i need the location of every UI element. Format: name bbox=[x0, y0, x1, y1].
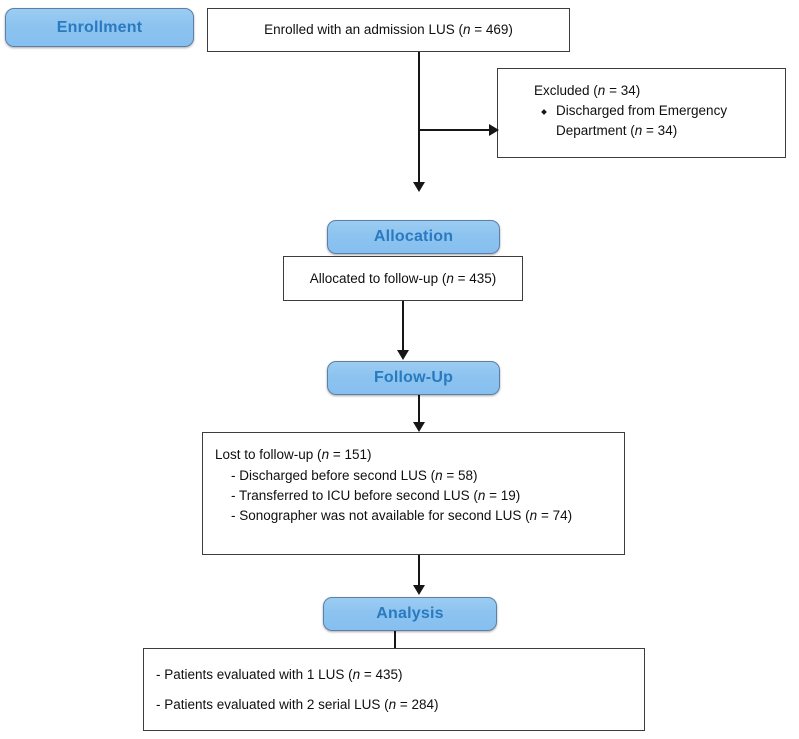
node-lost-item-1-part2: = 58) bbox=[442, 468, 478, 483]
node-excluded-bullet-line2-part1: Department ( bbox=[556, 123, 635, 138]
node-lost-item-3-n: n bbox=[529, 508, 538, 523]
bullet-diamond-icon bbox=[541, 109, 547, 115]
node-lost-title-part1: Lost to follow-up ( bbox=[215, 447, 322, 462]
connector-followup-to-lost bbox=[418, 395, 420, 423]
arrowhead-followup-to-lost bbox=[413, 422, 425, 432]
node-lost-item-1-n: n bbox=[435, 468, 443, 483]
node-analysed-item-2-n: n bbox=[388, 697, 397, 712]
node-analysed-item-1-part1: - Patients evaluated with 1 LUS ( bbox=[156, 667, 353, 682]
node-lost-title: Lost to follow-up (n = 151) bbox=[215, 445, 371, 465]
node-lost-item-2-part2: = 19) bbox=[485, 488, 521, 503]
node-analysed-item-1: - Patients evaluated with 1 LUS (n = 435… bbox=[156, 665, 403, 685]
node-enrolled-box: Enrolled with an admission LUS (n = 469) bbox=[207, 8, 570, 52]
node-lost-item-3-part1: - Sonographer was not available for seco… bbox=[231, 508, 530, 523]
stage-pill-analysis: Analysis bbox=[323, 597, 497, 631]
node-lost-item-1-part1: - Discharged before second LUS ( bbox=[231, 468, 436, 483]
node-excluded-title-part2: = 34) bbox=[605, 83, 641, 98]
stage-pill-followup: Follow-Up bbox=[327, 361, 500, 395]
node-excluded-bullet-line2-n: n bbox=[634, 123, 643, 138]
node-excluded-bullet-line2-part2: = 34) bbox=[642, 123, 678, 138]
stage-pill-enrollment: Enrollment bbox=[5, 8, 194, 47]
node-enrolled-text-part1: Enrolled with an admission LUS ( bbox=[264, 22, 463, 37]
node-enrolled-text-part2: = 469) bbox=[470, 22, 513, 37]
node-excluded-title-part1: Excluded ( bbox=[534, 83, 598, 98]
node-excluded-bullet-line2: Department (n = 34) bbox=[556, 121, 677, 141]
node-analysed-box: - Patients evaluated with 1 LUS (n = 435… bbox=[143, 648, 645, 731]
connector-analysis-to-results bbox=[394, 631, 396, 649]
connector-lost-to-analysis bbox=[418, 555, 420, 587]
node-lost-title-n: n bbox=[321, 447, 330, 462]
node-allocated-text: Allocated to follow-up (n = 435) bbox=[284, 269, 522, 289]
node-allocated-text-part1: Allocated to follow-up ( bbox=[309, 271, 447, 286]
node-lost-item-2-n: n bbox=[477, 488, 486, 503]
node-analysed-item-2-part1: - Patients evaluated with 2 serial LUS ( bbox=[156, 697, 389, 712]
node-analysed-item-1-n: n bbox=[352, 667, 361, 682]
node-excluded-title: Excluded (n = 34) bbox=[534, 81, 640, 101]
connector-enrolled-to-allocation bbox=[418, 52, 420, 184]
arrowhead-allocated-to-followup bbox=[397, 350, 409, 360]
node-excluded-bullet-line1: Discharged from Emergency bbox=[556, 101, 727, 121]
node-lost-item-3-part2: = 74) bbox=[537, 508, 573, 523]
node-excluded-title-n: n bbox=[597, 83, 606, 98]
node-lost-box: Lost to follow-up (n = 151) - Discharged… bbox=[202, 432, 625, 555]
stage-pill-allocation-label: Allocation bbox=[373, 228, 454, 245]
node-lost-item-3: - Sonographer was not available for seco… bbox=[231, 506, 572, 526]
arrowhead-enrolled-to-excluded bbox=[489, 124, 499, 136]
node-allocated-text-n: n bbox=[446, 271, 454, 286]
node-analysed-item-1-part2: = 435) bbox=[360, 667, 403, 682]
connector-enrolled-to-excluded bbox=[418, 129, 492, 131]
node-allocated-box: Allocated to follow-up (n = 435) bbox=[283, 256, 523, 301]
node-lost-item-2: - Transferred to ICU before second LUS (… bbox=[231, 486, 520, 506]
node-lost-item-2-part1: - Transferred to ICU before second LUS ( bbox=[231, 488, 478, 503]
node-allocated-text-part2: = 435) bbox=[453, 271, 497, 286]
stage-pill-followup-label: Follow-Up bbox=[373, 369, 454, 386]
stage-pill-enrollment-label: Enrollment bbox=[56, 18, 143, 36]
arrowhead-lost-to-analysis bbox=[413, 585, 425, 595]
stage-pill-allocation: Allocation bbox=[327, 220, 500, 254]
connector-allocated-to-followup bbox=[402, 301, 404, 351]
arrowhead-enrolled-to-allocation bbox=[413, 182, 425, 192]
node-analysed-item-2: - Patients evaluated with 2 serial LUS (… bbox=[156, 695, 439, 715]
node-enrolled-text: Enrolled with an admission LUS (n = 469) bbox=[208, 20, 569, 40]
node-lost-title-part2: = 151) bbox=[329, 447, 372, 462]
node-analysed-item-2-part2: = 284) bbox=[396, 697, 439, 712]
node-enrolled-text-n: n bbox=[462, 22, 471, 37]
node-excluded-box: Excluded (n = 34) Discharged from Emerge… bbox=[497, 68, 786, 158]
stage-pill-analysis-label: Analysis bbox=[376, 605, 444, 622]
node-lost-item-1: - Discharged before second LUS (n = 58) bbox=[231, 466, 478, 486]
node-excluded-bullet-line1-text: Discharged from Emergency bbox=[556, 103, 728, 118]
